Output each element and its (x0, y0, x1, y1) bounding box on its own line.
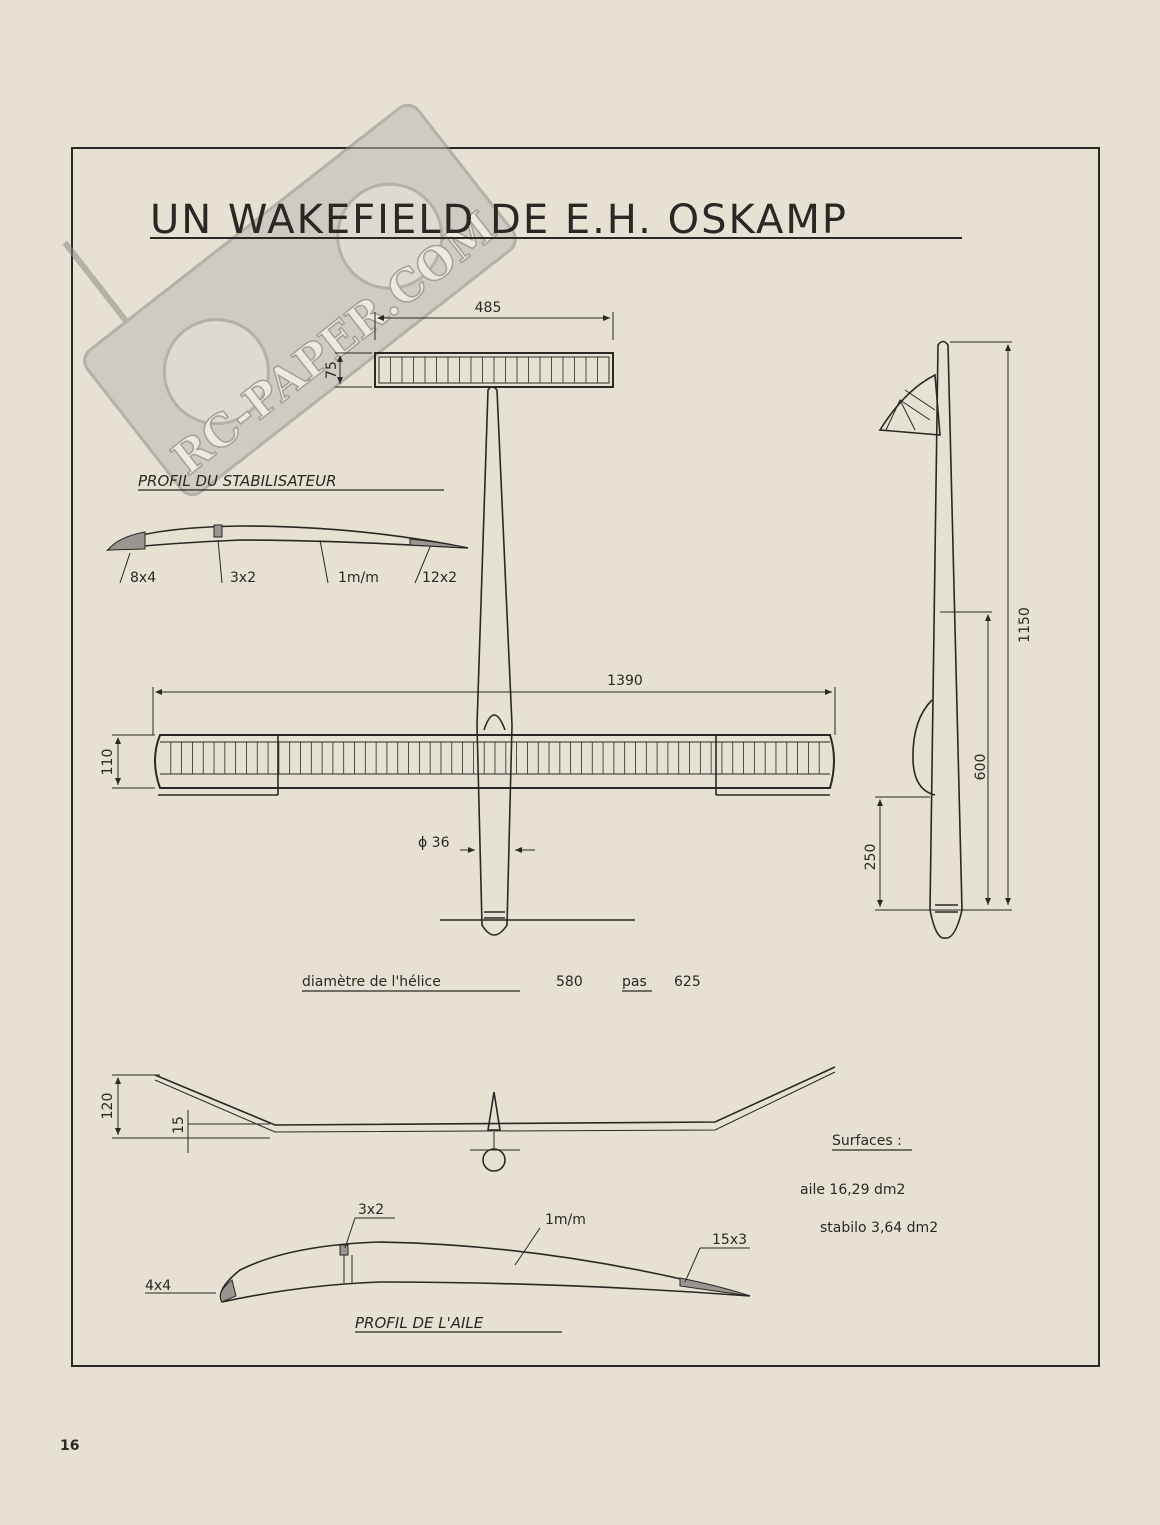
wing-profile-heading: PROFIL DE L'AILE (355, 1314, 484, 1332)
surfaces-panel: Surfaces : aile 16,29 dm2 stabilo 3,64 d… (800, 1133, 938, 1236)
watermark-stamp: RC-PAPER.COM (62, 103, 517, 497)
wing-profile: 3x2 1m/m 15x3 4x4 PROFIL DE L'AILE (145, 1202, 751, 1333)
fuselage-section (482, 1148, 506, 1172)
propeller-pitch: 625 (674, 974, 701, 990)
stab-profile-heading: PROFIL DU STABILISATEUR (138, 472, 337, 490)
side-600-label: 600 (973, 754, 989, 781)
front-view: 120 15 (100, 1066, 836, 1172)
wing-chord-label: 110 (100, 749, 116, 776)
antenna-icon (62, 240, 129, 324)
propeller-pas: pas (622, 974, 647, 990)
surfaces-aile: aile 16,29 dm2 (800, 1182, 905, 1198)
stab-chord-label: 75 (324, 361, 340, 379)
surfaces-stabilo: stabilo 3,64 dm2 (820, 1220, 938, 1236)
stab-profile-sheet: 1m/m (338, 570, 379, 586)
pylon (912, 699, 936, 796)
dihedral-center-label: 15 (171, 1116, 187, 1134)
page-title: UN WAKEFIELD DE E.H. OSKAMP (150, 197, 848, 243)
wing-profile-le: 4x4 (145, 1278, 171, 1294)
stab-profile-te: 12x2 (422, 570, 457, 586)
wing-top-view: 1390 110 (100, 673, 836, 796)
stick-left-icon (162, 318, 270, 426)
dihedral-tip-label: 120 (100, 1093, 116, 1120)
stab-profile-le: 8x4 (130, 570, 156, 586)
stick-right-icon (336, 182, 444, 290)
propeller-specs: diamètre de l'hélice 580 pas 625 (302, 974, 701, 992)
side-250-label: 250 (863, 844, 879, 871)
fuselage-top-view: ϕ 36 (418, 386, 635, 936)
fuselage-diameter-label: ϕ 36 (418, 835, 450, 851)
wing-profile-sheet: 1m/m (545, 1212, 586, 1228)
wing-profile-spar: 3x2 (358, 1202, 384, 1218)
surfaces-heading: Surfaces : (832, 1133, 902, 1149)
side-length-label: 1150 (1017, 607, 1033, 643)
page-number: 16 (60, 1438, 79, 1454)
wing-profile-te: 15x3 (712, 1232, 747, 1248)
fin (878, 373, 941, 436)
stab-profile-spar: 3x2 (230, 570, 256, 586)
wing-span-label: 1390 (607, 673, 643, 689)
stabilizer-top-view: 485 75 (324, 300, 614, 388)
stab-profile: PROFIL DU STABILISATEUR 8x4 3x2 1m/m 12x… (105, 472, 469, 586)
side-view: 1150 600 250 (863, 340, 1033, 939)
propeller-diameter: 580 (556, 974, 583, 990)
stab-span-label: 485 (475, 300, 502, 316)
propeller-text: diamètre de l'hélice (302, 974, 441, 990)
drawing-frame (71, 147, 1100, 1367)
